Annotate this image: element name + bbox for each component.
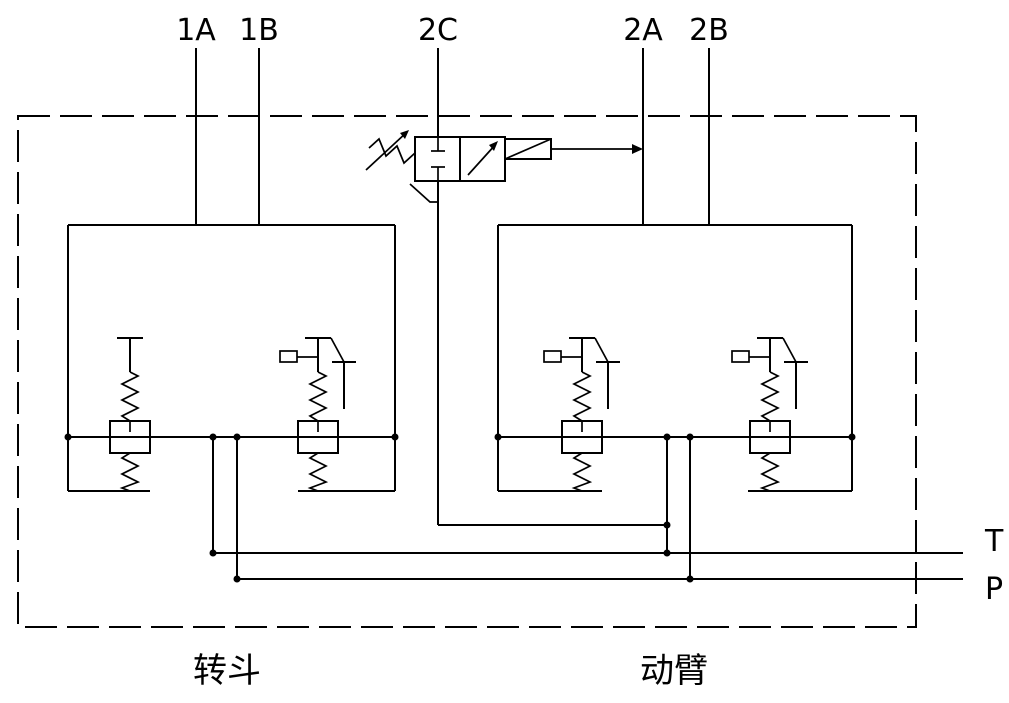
pilot-sense-arrowhead bbox=[632, 144, 643, 154]
port-label-2B: 2B bbox=[689, 13, 729, 48]
tank-line-group: T bbox=[213, 524, 1004, 559]
bucket-valve-section bbox=[67, 224, 396, 579]
section-label-boom: 动臂 bbox=[640, 651, 708, 691]
pilot-valve-spring bbox=[368, 137, 416, 165]
port-label-1A: 1A bbox=[176, 13, 216, 48]
enclosure-dashed-border bbox=[17, 115, 917, 628]
port-label-2C: 2C bbox=[418, 13, 458, 48]
flow-arrowhead bbox=[489, 141, 498, 151]
section-labels: 转斗 动臂 bbox=[193, 651, 708, 691]
junction-dots bbox=[64, 433, 856, 583]
port-label-P: P bbox=[985, 572, 1003, 607]
overload-valve-3 bbox=[561, 337, 603, 492]
overload-valve-2 bbox=[297, 337, 339, 492]
overload-valve-4 bbox=[749, 337, 791, 492]
pilot-drain-line bbox=[409, 183, 438, 203]
port-label-T: T bbox=[984, 524, 1004, 559]
top-ports: 1A 1B 2C 2A 2B bbox=[176, 13, 729, 225]
boom-valve-section bbox=[497, 224, 853, 579]
pressure-line-group: P bbox=[237, 572, 1003, 607]
pilot-solenoid-valve bbox=[365, 130, 643, 203]
port-label-2A: 2A bbox=[623, 13, 663, 48]
adjust-arrowhead bbox=[400, 130, 409, 139]
pilot-2c-piping bbox=[437, 181, 667, 526]
overload-valve-1 bbox=[109, 337, 151, 492]
port-label-1B: 1B bbox=[239, 13, 279, 48]
section-label-bucket: 转斗 bbox=[193, 651, 261, 691]
